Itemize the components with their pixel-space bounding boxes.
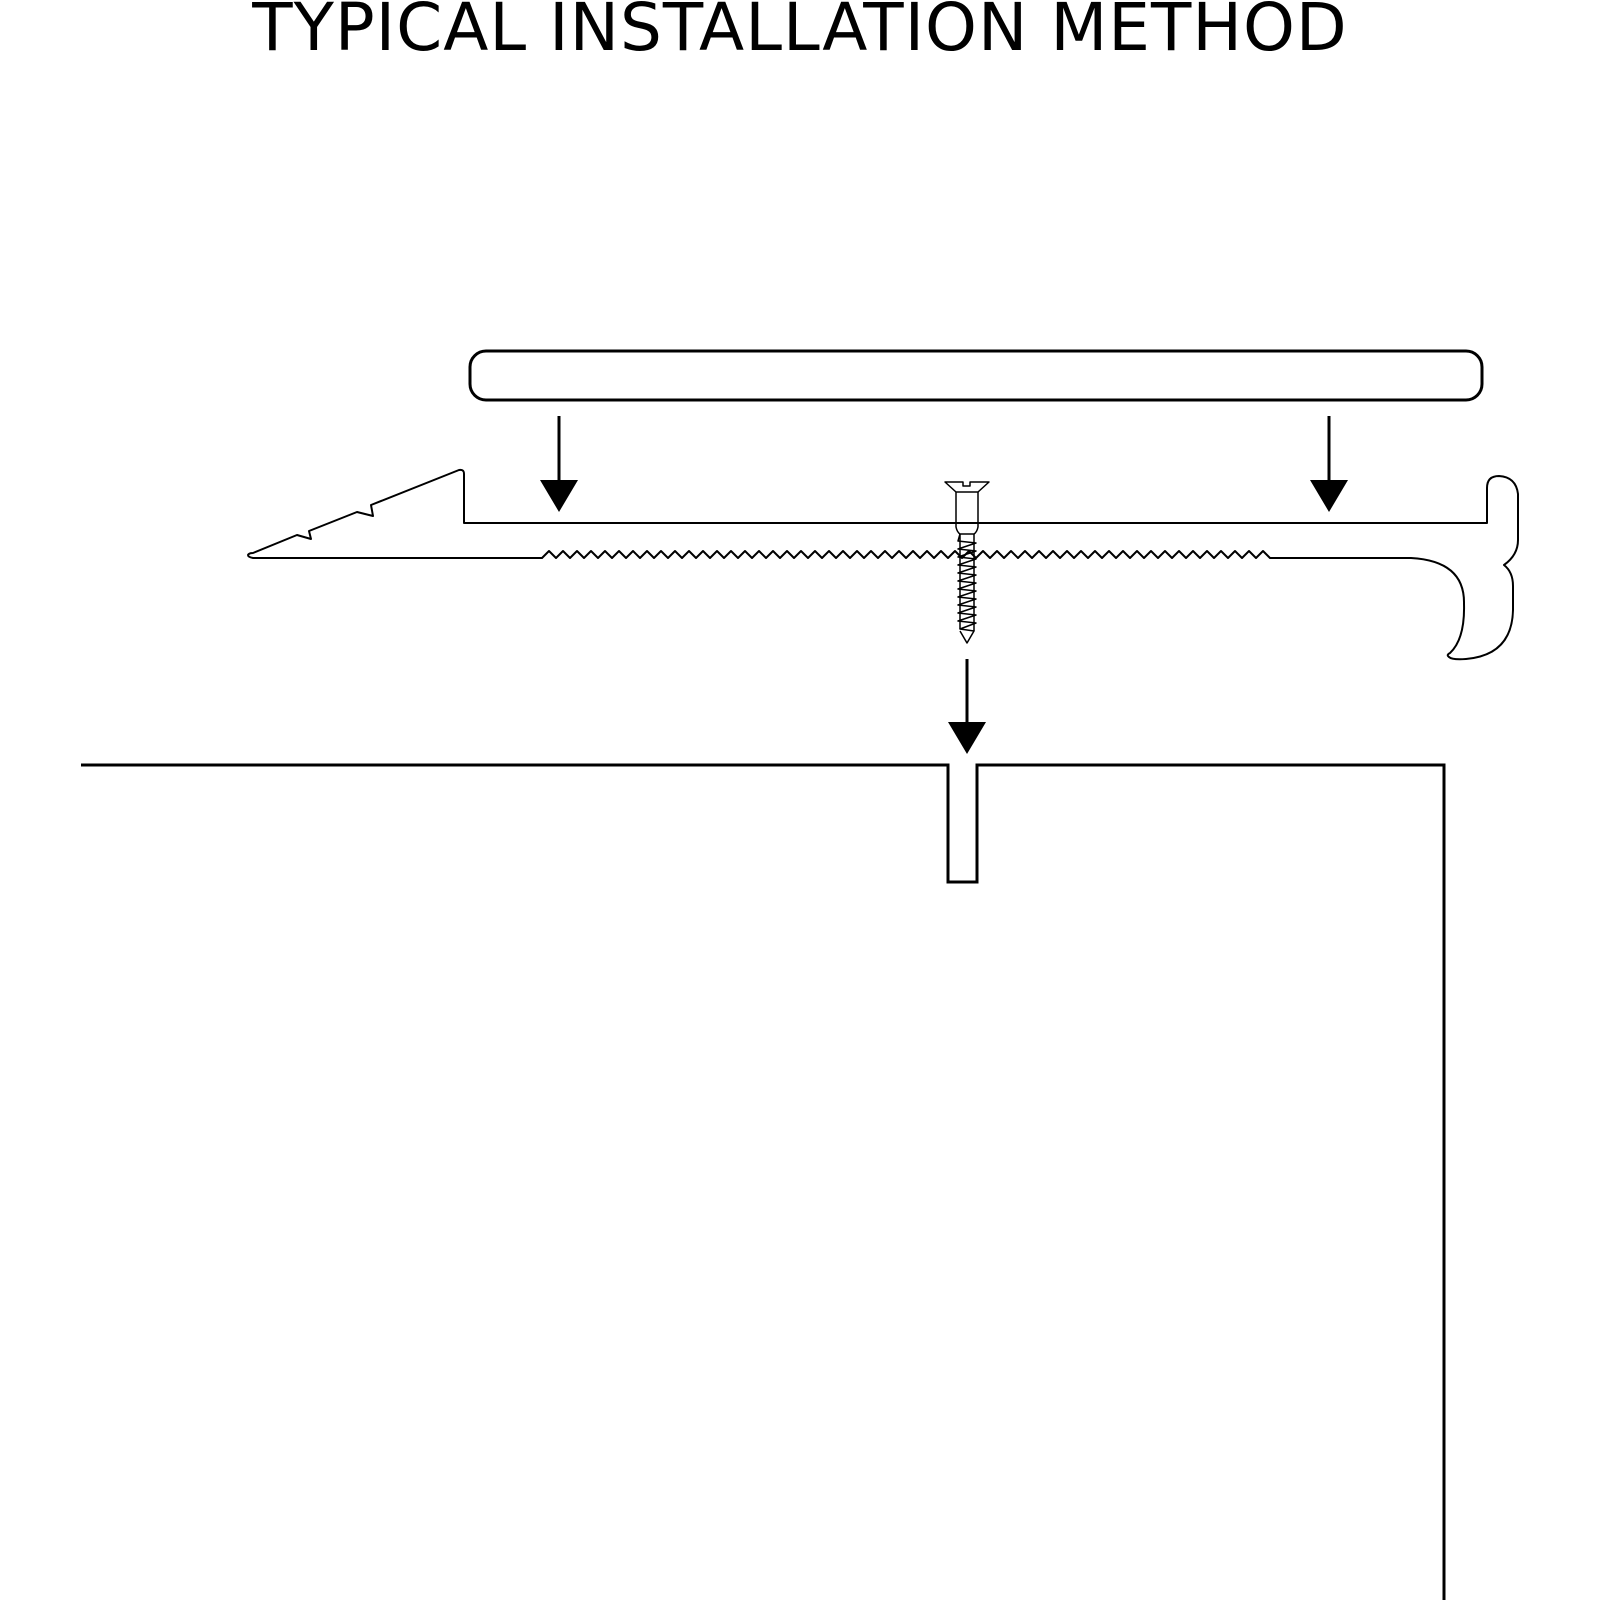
screw-shank bbox=[955, 492, 979, 535]
page-title: TYPICAL INSTALLATION METHOD bbox=[252, 0, 1348, 66]
screw-head bbox=[944, 481, 990, 493]
arrow-down-left bbox=[540, 416, 578, 512]
flooring-plank bbox=[468, 349, 1484, 402]
countersunk-screw bbox=[944, 481, 990, 644]
arrow-down-center bbox=[948, 659, 986, 754]
stair-nosing-profile bbox=[247, 468, 1519, 661]
screw-thread bbox=[957, 533, 977, 644]
arrow-down-right bbox=[1310, 416, 1348, 512]
stair-step-with-groove bbox=[81, 763, 1446, 1600]
